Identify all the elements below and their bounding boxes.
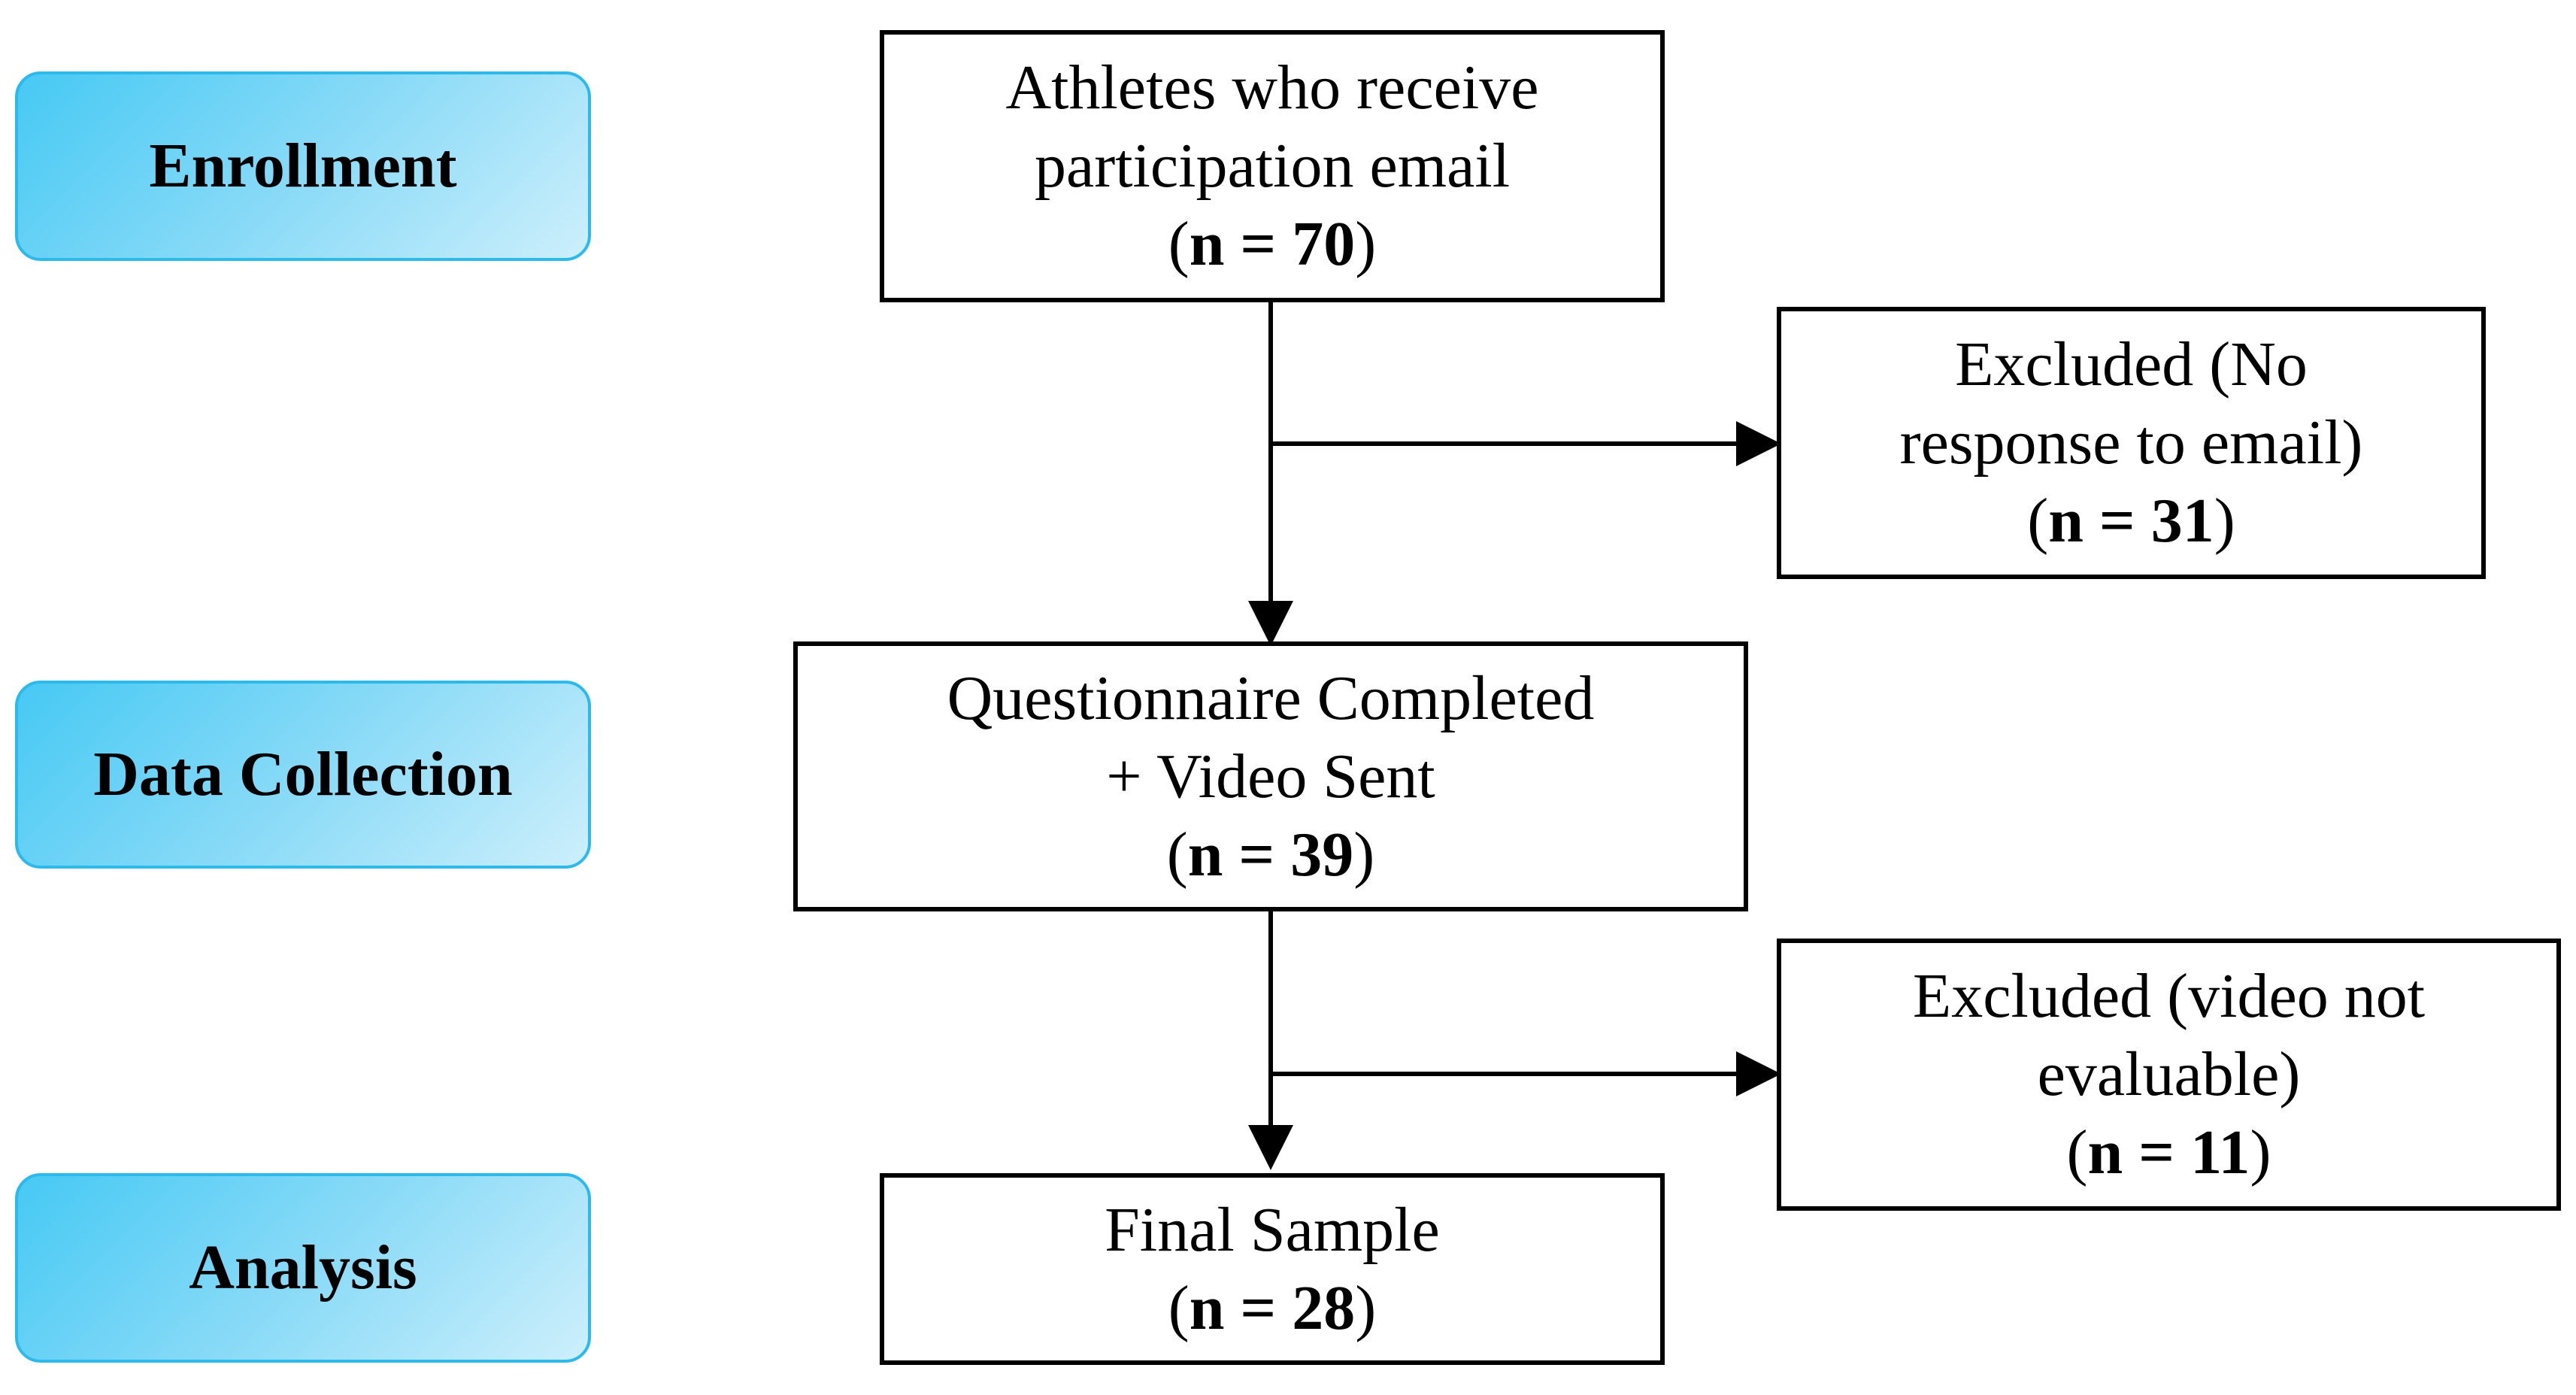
box-excluded-no-response-line-2: response to email): [1899, 408, 2363, 478]
phase-analysis: Analysis: [15, 1173, 591, 1363]
phase-analysis-label: Analysis: [189, 1233, 417, 1303]
box-excluded-no-response-line-1: Excluded (No: [1955, 329, 2308, 399]
box-questionnaire-line-1: Questionnaire Completed: [947, 663, 1595, 733]
box-final-sample-line-1: Final Sample: [1105, 1194, 1440, 1265]
box-athletes-count: (n = 70): [1168, 209, 1377, 279]
box-athletes-line-2: participation email: [1034, 131, 1511, 201]
box-questionnaire-count: (n = 39): [1166, 819, 1375, 890]
phase-enrollment-label: Enrollment: [149, 131, 457, 201]
box-excluded-video-line-1: Excluded (video not: [1912, 961, 2426, 1031]
box-athletes-line-1: Athletes who receive: [1005, 53, 1539, 123]
phase-data-collection: Data Collection: [15, 681, 591, 869]
box-final-sample-count: (n = 28): [1168, 1272, 1377, 1343]
box-excluded-video-line-2: evaluable): [2037, 1039, 2301, 1109]
box-excluded-no-response-count: (n = 31): [2027, 486, 2235, 556]
box-final-sample: Final Sample (n = 28): [880, 1173, 1665, 1365]
phase-enrollment: Enrollment: [15, 71, 591, 261]
box-excluded-video-count: (n = 11): [2066, 1118, 2271, 1187]
box-questionnaire: Questionnaire Completed + Video Sent (n …: [793, 641, 1748, 911]
phase-data-collection-label: Data Collection: [93, 739, 513, 809]
box-athletes: Athletes who receive participation email…: [880, 30, 1665, 302]
box-excluded-no-response: Excluded (No response to email) (n = 31): [1777, 307, 2486, 579]
box-excluded-video: Excluded (video not evaluable) (n = 11): [1777, 939, 2561, 1211]
box-questionnaire-line-2: + Video Sent: [1106, 741, 1435, 811]
